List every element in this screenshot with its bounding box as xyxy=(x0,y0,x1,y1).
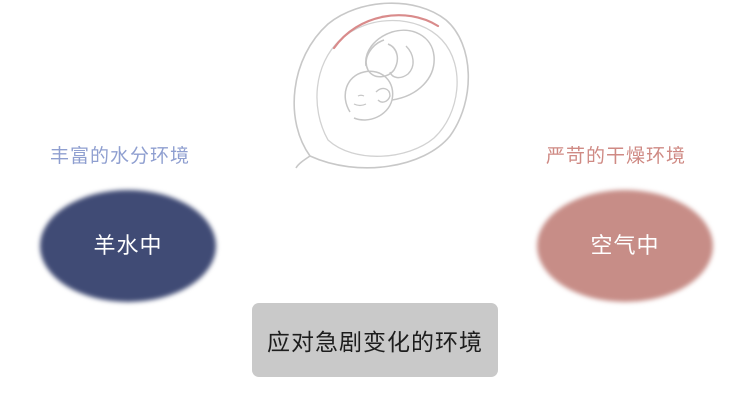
left-caption: 丰富的水分环境 xyxy=(50,145,191,167)
air-blob xyxy=(537,190,713,302)
adaptation-box: 应对急剧变化的环境 xyxy=(252,303,498,377)
amniotic-fluid-label: 羊水中 xyxy=(93,234,163,259)
fetus-in-womb-icon xyxy=(293,2,470,169)
right-caption: 严苛的干燥环境 xyxy=(546,145,687,167)
amniotic-fluid-blob xyxy=(40,190,216,302)
air-label: 空气中 xyxy=(590,234,660,259)
